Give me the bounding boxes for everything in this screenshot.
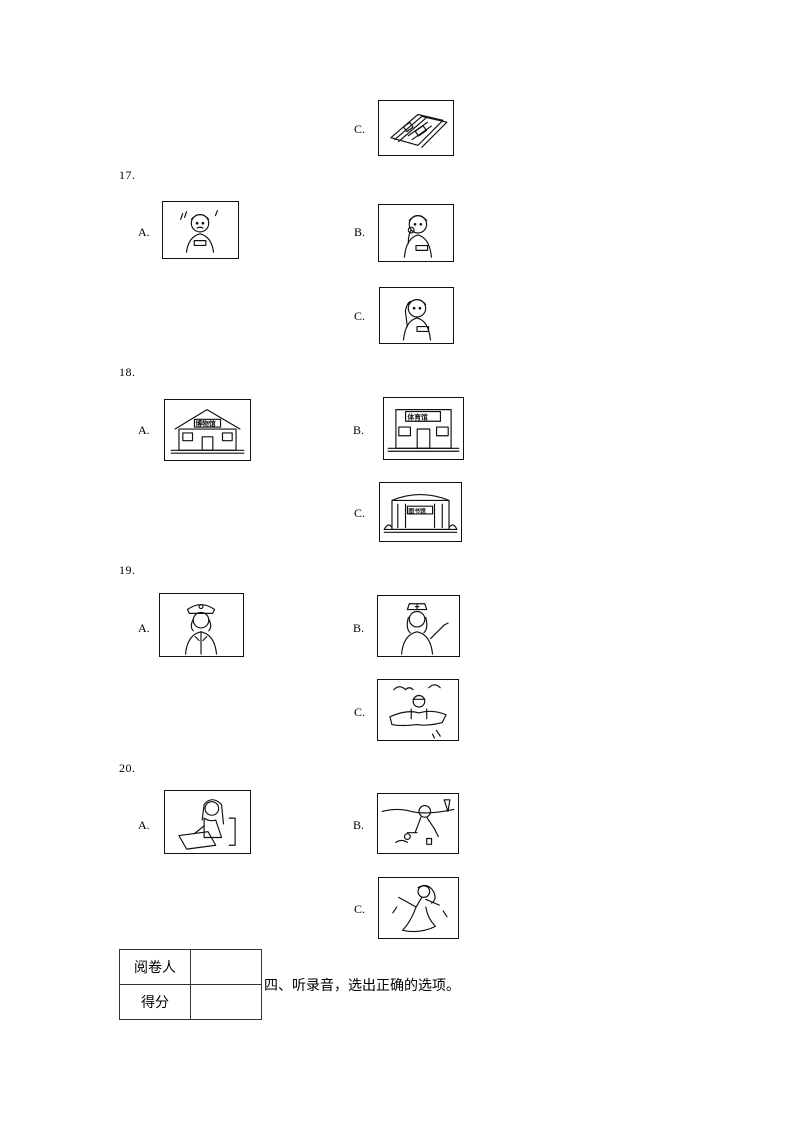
pilot-icon[interactable] — [377, 679, 459, 741]
q17-option-b-label: B. — [354, 225, 366, 239]
museum-sign: 博物馆 — [195, 419, 216, 428]
girl-painting-outdoors-icon[interactable] — [377, 793, 459, 854]
reviewer-label: 阅卷人 — [119, 949, 191, 985]
gym-sign: 体育馆 — [408, 412, 429, 421]
library-icon[interactable]: 图书馆 — [379, 482, 462, 542]
q19-option-a-label: A. — [138, 621, 150, 635]
q16-option-c-label: C. — [354, 122, 366, 136]
reviewer-value-cell[interactable] — [190, 949, 262, 985]
gym-icon[interactable]: 体育馆 — [383, 397, 464, 460]
q20-option-c-label: C. — [354, 902, 366, 916]
newspaper-icon[interactable] — [378, 100, 454, 156]
girl-dancing-icon[interactable] — [378, 877, 459, 939]
q19-option-c-label: C. — [354, 705, 366, 719]
score-label: 得分 — [119, 984, 191, 1020]
girl-drawing-icon[interactable] — [164, 790, 251, 854]
q20-option-b-label: B. — [353, 818, 365, 832]
question-17-number: 17. — [119, 168, 136, 182]
section-four-heading: 四、听录音，选出正确的选项。 — [264, 978, 460, 994]
q19-option-b-label: B. — [353, 621, 365, 635]
library-sign: 图书馆 — [408, 507, 426, 515]
confused-boy-icon[interactable] — [162, 201, 239, 259]
q18-option-b-label: B. — [353, 423, 365, 437]
boy-thinking-icon[interactable] — [378, 204, 454, 262]
q17-option-c-label: C. — [354, 309, 366, 323]
museum-icon[interactable]: 博物馆 — [164, 399, 251, 461]
question-20-number: 20. — [119, 761, 136, 775]
q18-option-a-label: A. — [138, 423, 150, 437]
nurse-icon[interactable] — [377, 595, 460, 657]
police-officer-icon[interactable] — [159, 593, 244, 657]
score-table: 阅卷人 得分 — [119, 949, 262, 1020]
q20-option-a-label: A. — [138, 818, 150, 832]
score-value-cell[interactable] — [190, 984, 262, 1020]
question-19-number: 19. — [119, 563, 136, 577]
q17-option-a-label: A. — [138, 225, 150, 239]
q18-option-c-label: C. — [354, 506, 366, 520]
question-18-number: 18. — [119, 365, 136, 379]
boy-scratching-head-icon[interactable] — [379, 287, 454, 344]
